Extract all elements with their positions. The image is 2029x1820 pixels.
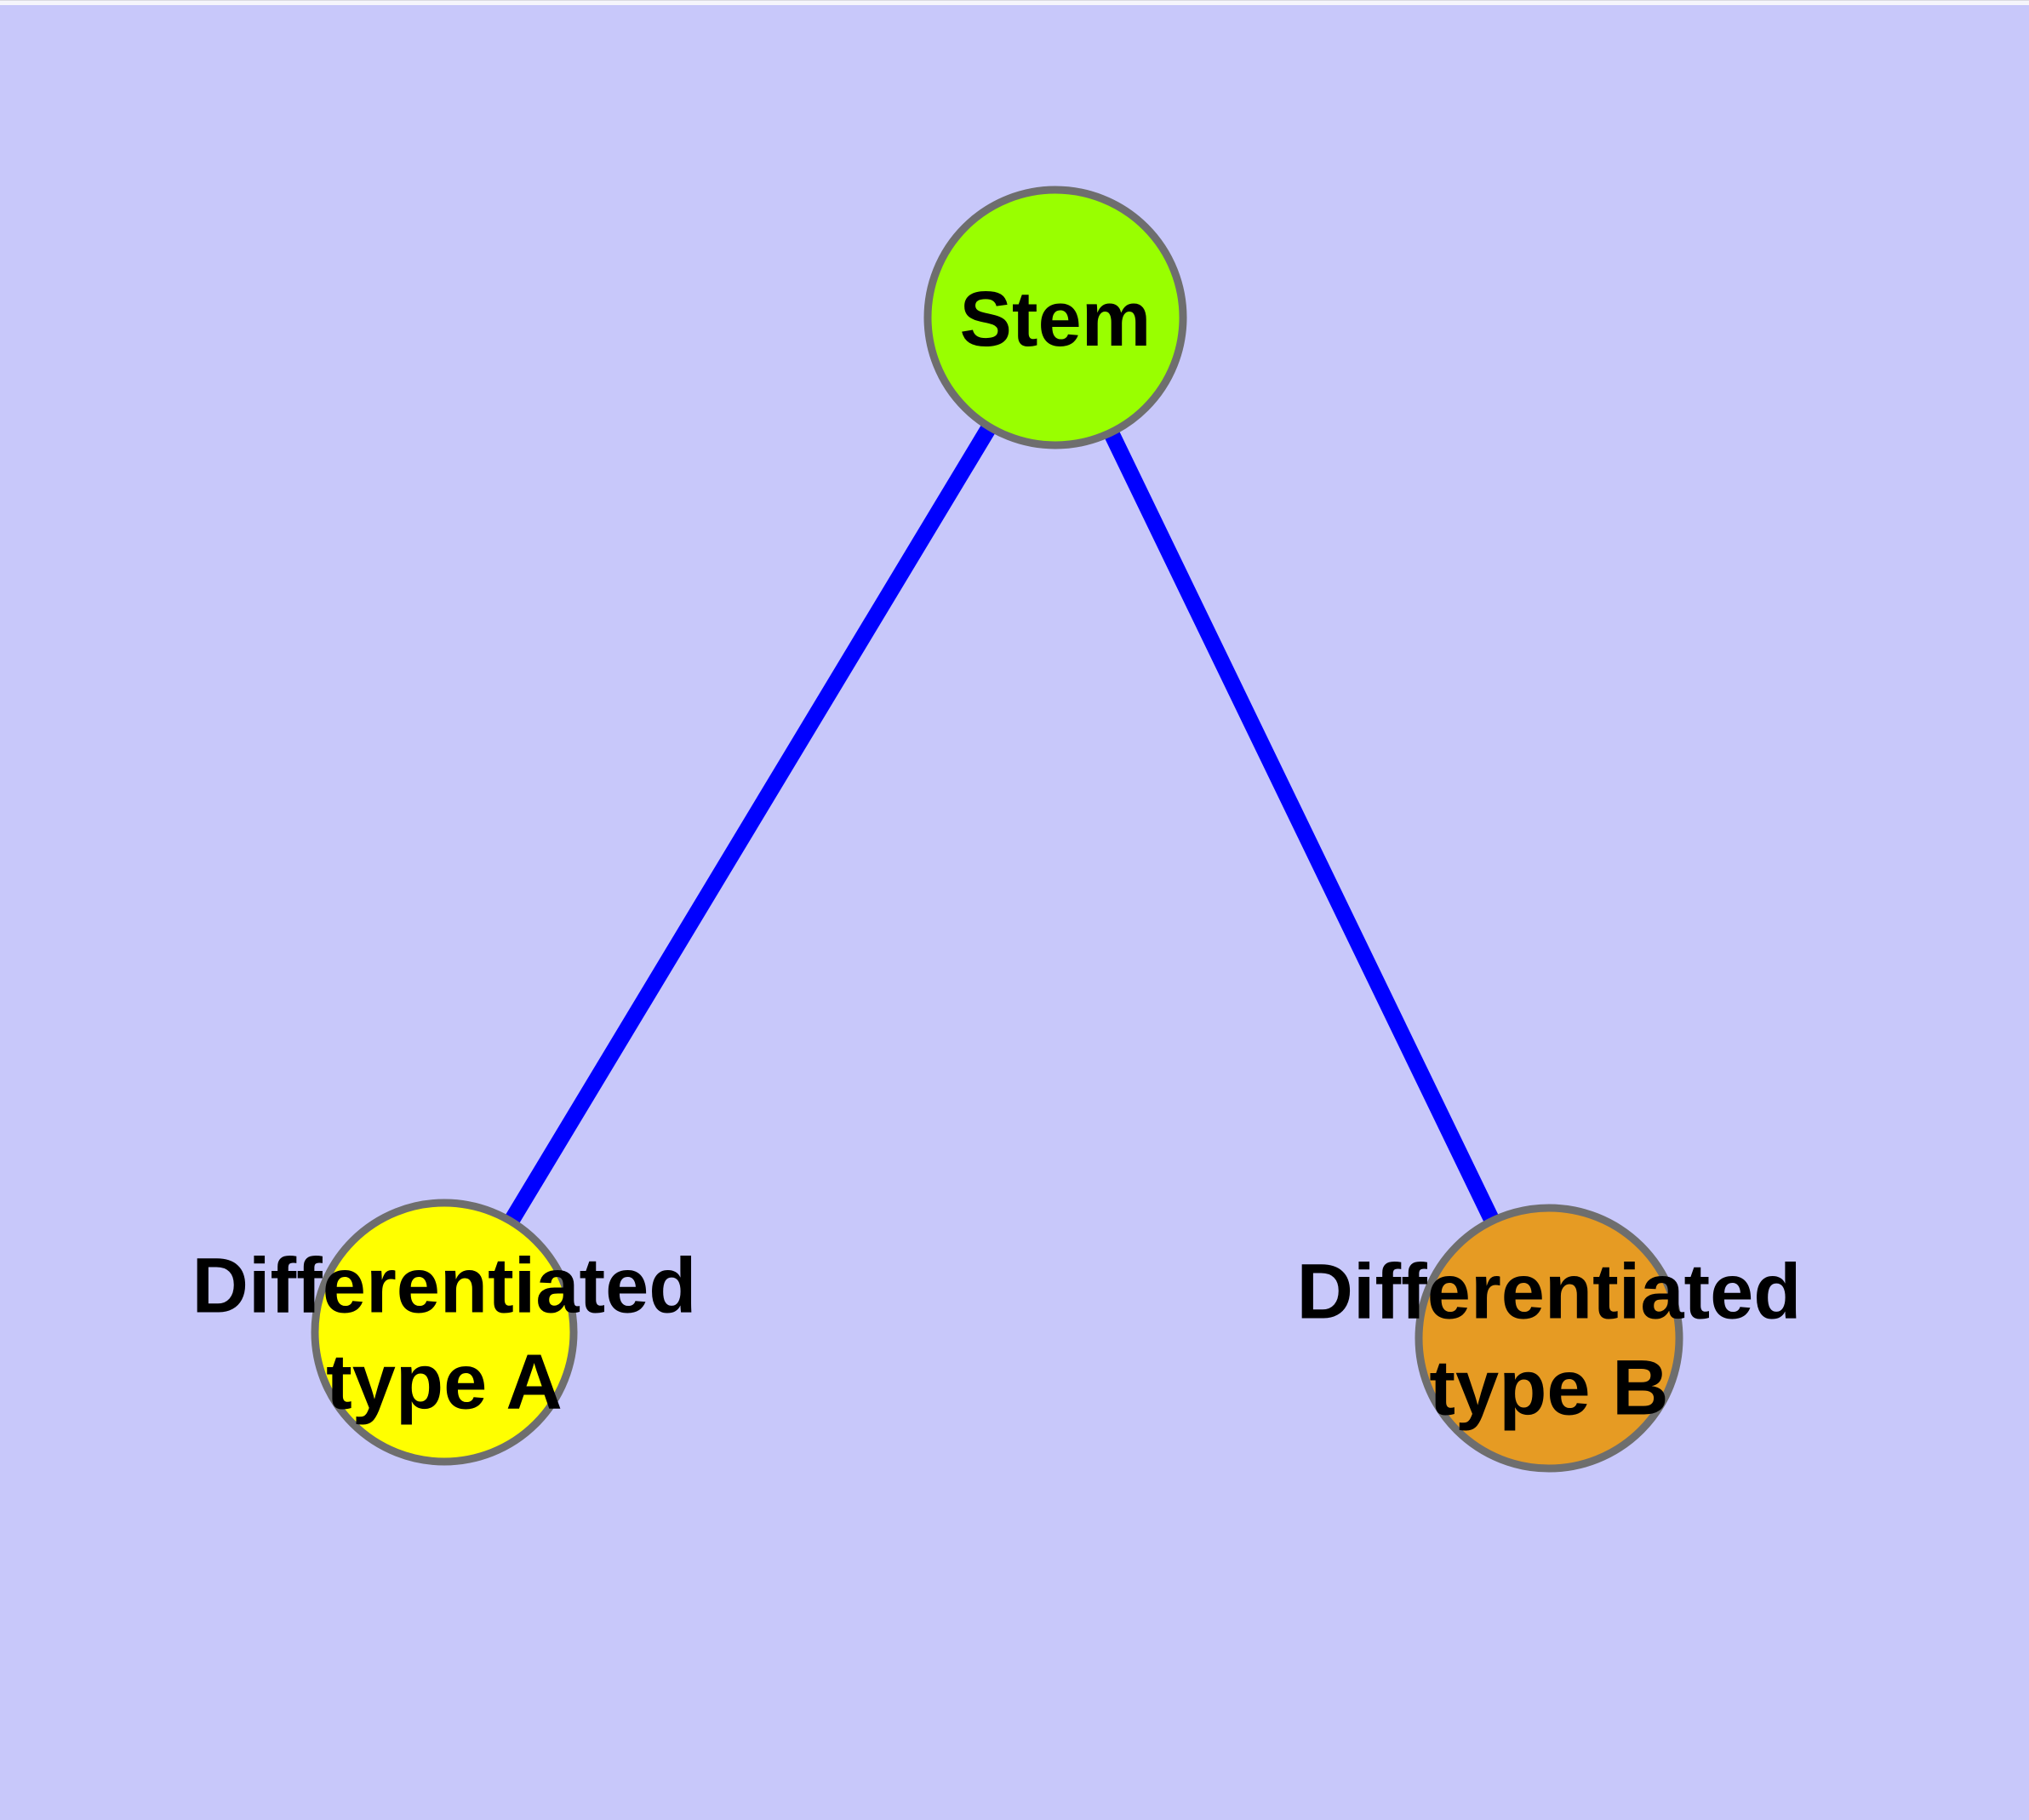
node-stem[interactable] bbox=[923, 186, 1187, 449]
node-stem-label: Stem bbox=[960, 276, 1152, 363]
node-type-a[interactable] bbox=[311, 1199, 578, 1466]
edge-stem-to-type-a bbox=[437, 313, 1063, 1336]
edge-stem-to-type-b bbox=[1048, 313, 1557, 1342]
canvas-top-edge-highlight bbox=[0, 0, 2029, 5]
node-type-b[interactable] bbox=[1415, 1204, 1683, 1473]
